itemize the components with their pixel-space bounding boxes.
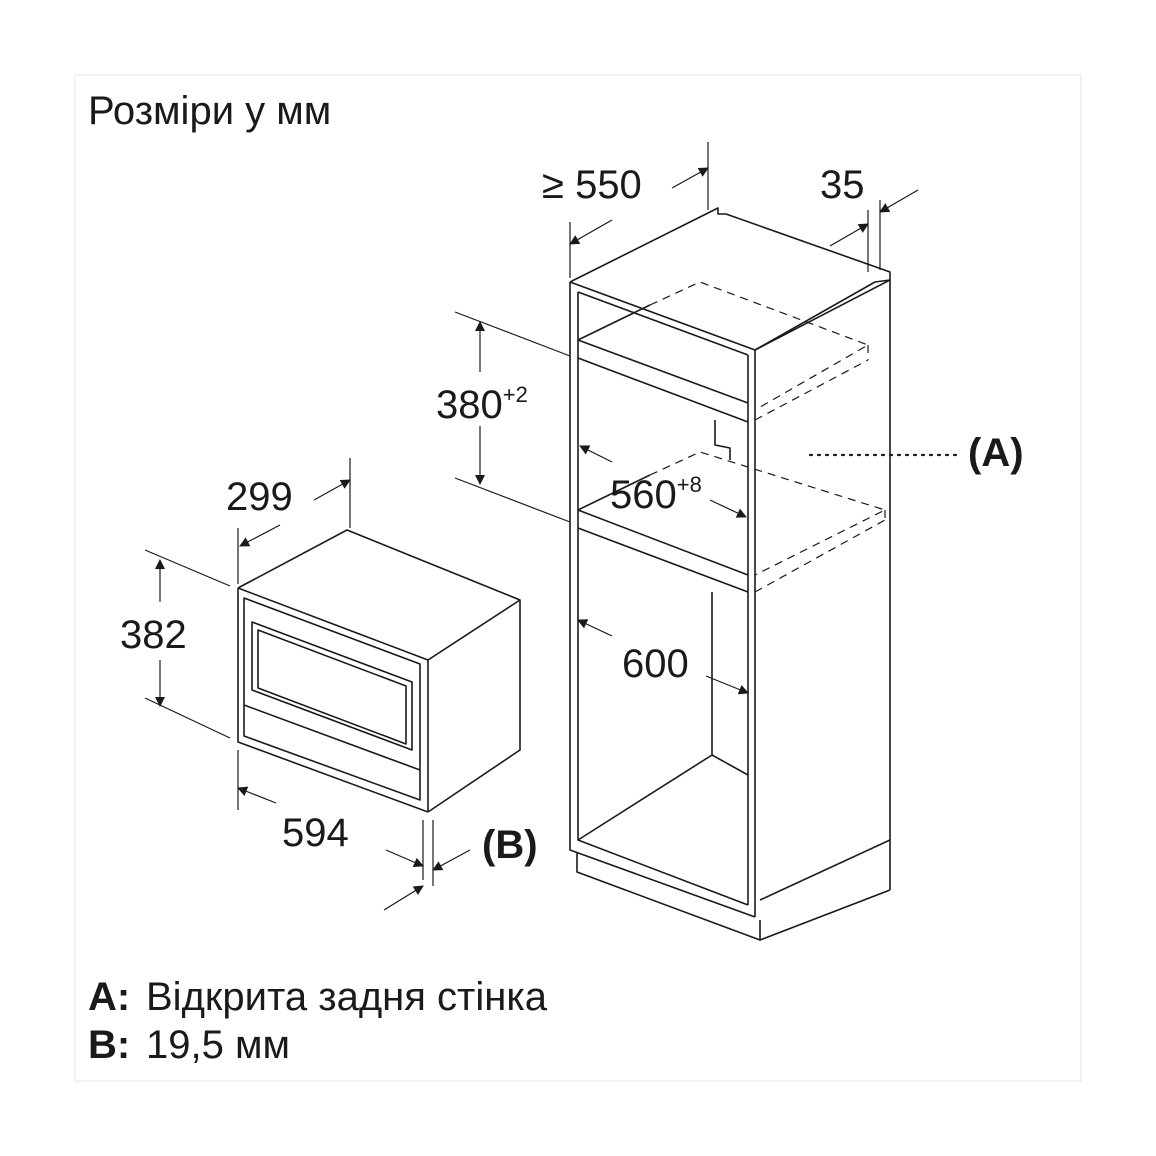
dim-cabinet-side: 35 [820, 163, 919, 272]
legend-row-a: A: Відкрита задня стінка [88, 975, 548, 1019]
dim-cabinet-width: 600 [577, 619, 749, 695]
label-niche-width: 560+8 [610, 472, 702, 517]
label-callout-a: (A) [968, 431, 1024, 475]
label-niche-height: 380+2 [436, 382, 528, 427]
page-title: Розміри у мм [88, 89, 331, 133]
label-callout-b: (B) [482, 823, 538, 867]
label-device-width: 594 [282, 811, 349, 855]
label-device-depth: 299 [226, 475, 293, 519]
dim-device-width: 594 [237, 750, 471, 911]
label-cabinet-side: 35 [820, 163, 865, 207]
frame-border [74, 74, 1082, 1082]
dim-niche-width: 560+8 [579, 445, 747, 518]
callout-a: (A) [808, 431, 1024, 475]
legend-text-a: Відкрита задня стінка [146, 975, 548, 1019]
legend: A: Відкрита задня стінка B: 19,5 мм [88, 975, 548, 1067]
legend-key-a: A: [88, 975, 130, 1019]
device [237, 529, 521, 813]
dim-cabinet-depth: ≥ 550 [542, 142, 709, 278]
dim-device-height: 382 [120, 549, 231, 739]
label-cabinet-width: 600 [622, 642, 689, 686]
legend-row-b: B: 19,5 мм [88, 1023, 290, 1067]
tall-cabinet [569, 207, 891, 941]
legend-key-b: B: [88, 1023, 130, 1067]
label-device-height: 382 [120, 613, 187, 657]
label-niche-width-base: 560 [610, 473, 677, 517]
legend-text-b: 19,5 мм [146, 1023, 290, 1067]
dim-device-depth: 299 [226, 458, 351, 584]
label-cabinet-depth: ≥ 550 [542, 163, 642, 207]
label-niche-width-tol: +8 [677, 472, 702, 497]
dim-niche-height: 380+2 [436, 311, 571, 523]
label-niche-height-base: 380 [436, 383, 503, 427]
label-niche-height-tol: +2 [503, 382, 528, 407]
